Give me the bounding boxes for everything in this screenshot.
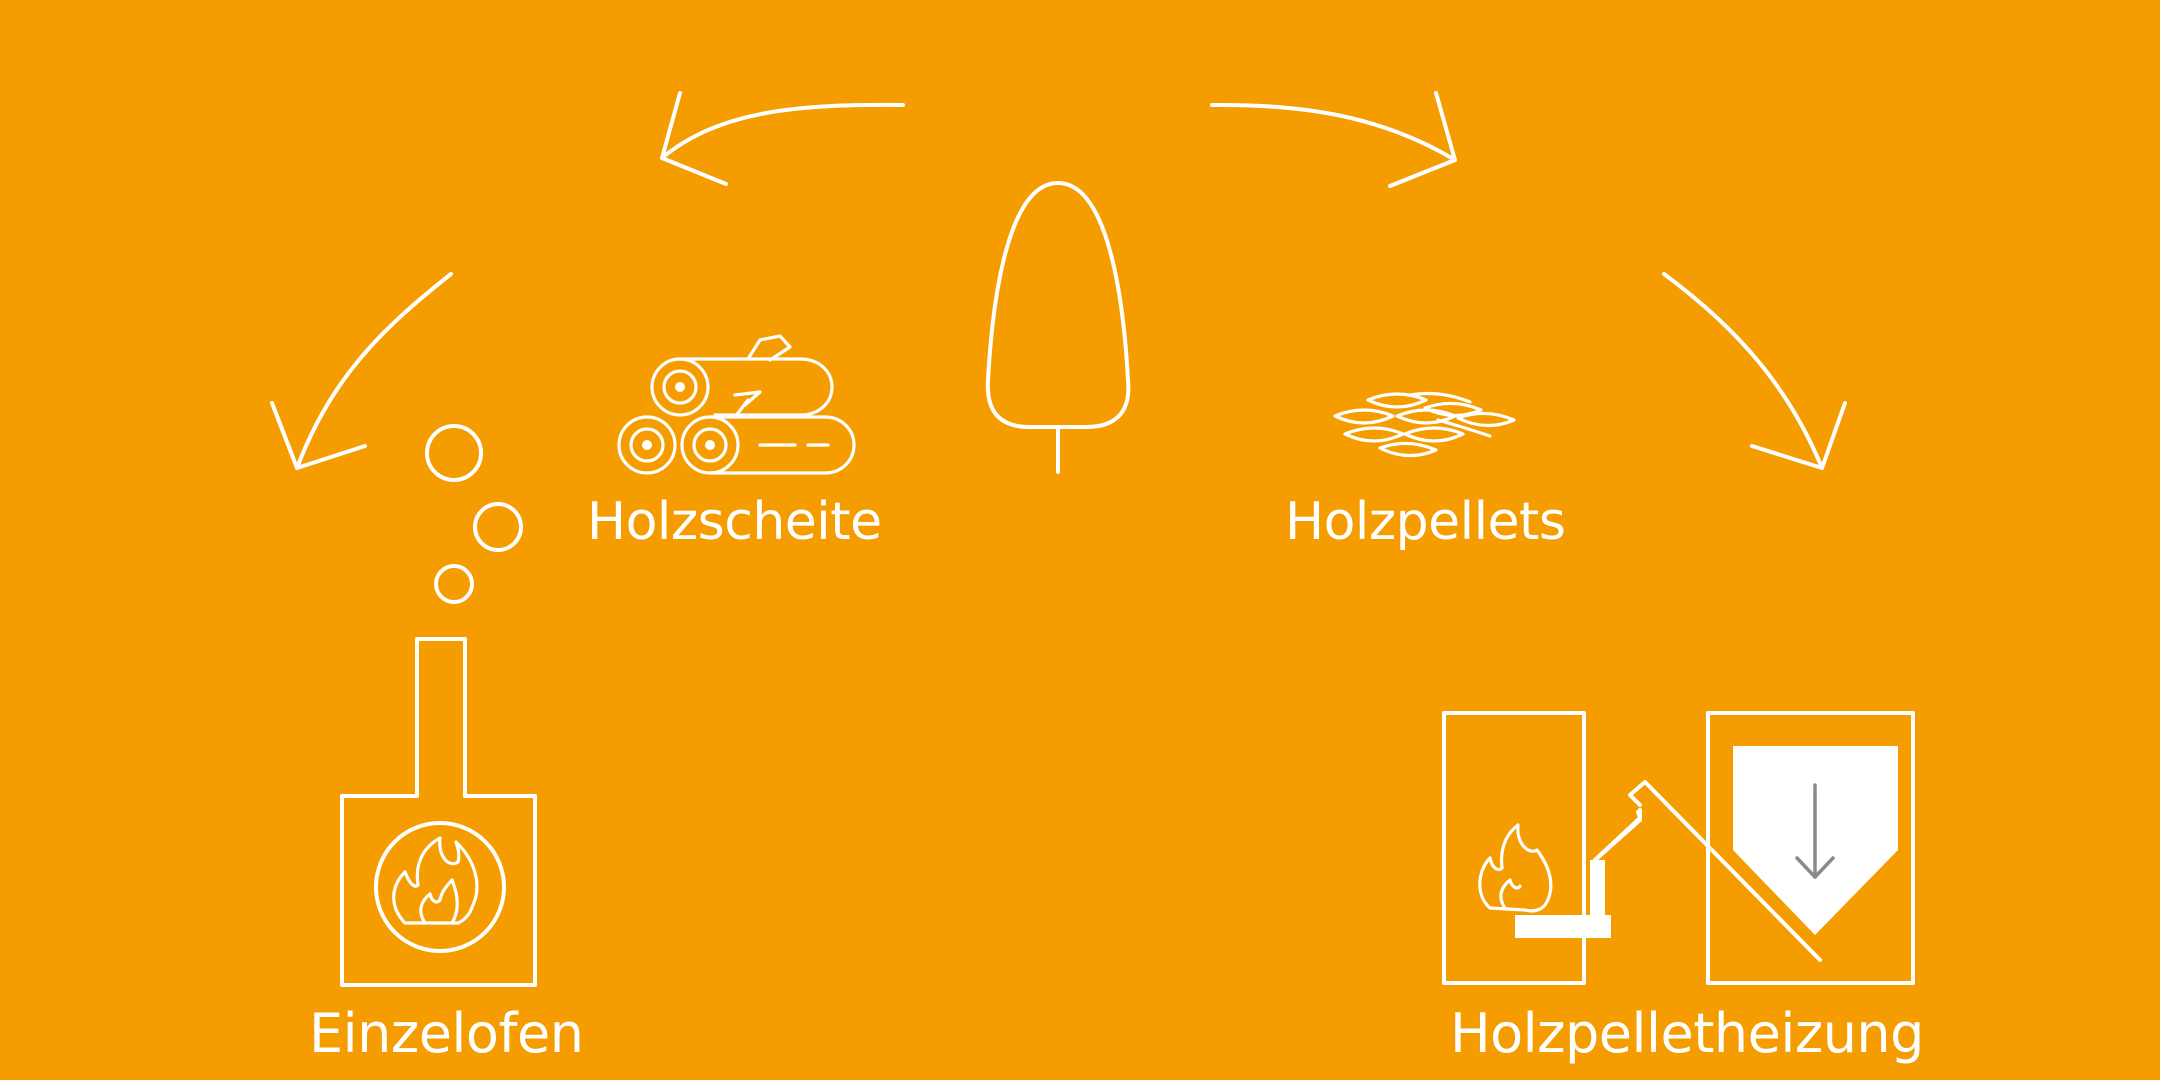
arrow-right-down	[1662, 272, 1847, 470]
log-pile-icon	[617, 334, 856, 475]
stove-icon	[340, 424, 537, 987]
label-einzelofen: Einzelofen	[309, 1002, 584, 1065]
label-holzpellets: Holzpellets	[1285, 492, 1566, 552]
pellets-icon	[1333, 391, 1516, 458]
arrow-top-left	[660, 91, 905, 186]
smoke-bubble-medium	[473, 502, 523, 552]
label-holzpelletheizung: Holzpelletheizung	[1450, 1002, 1924, 1065]
smoke-bubble-small	[434, 564, 474, 604]
label-holzscheite: Holzscheite	[587, 492, 882, 552]
smoke-bubble-large	[425, 424, 483, 482]
arrow-top-right	[1210, 91, 1457, 188]
tree-icon	[985, 181, 1131, 474]
arrow-left-down	[270, 272, 453, 470]
feed-pipe	[1515, 915, 1611, 938]
pellet-boiler-icon	[1442, 711, 1915, 985]
